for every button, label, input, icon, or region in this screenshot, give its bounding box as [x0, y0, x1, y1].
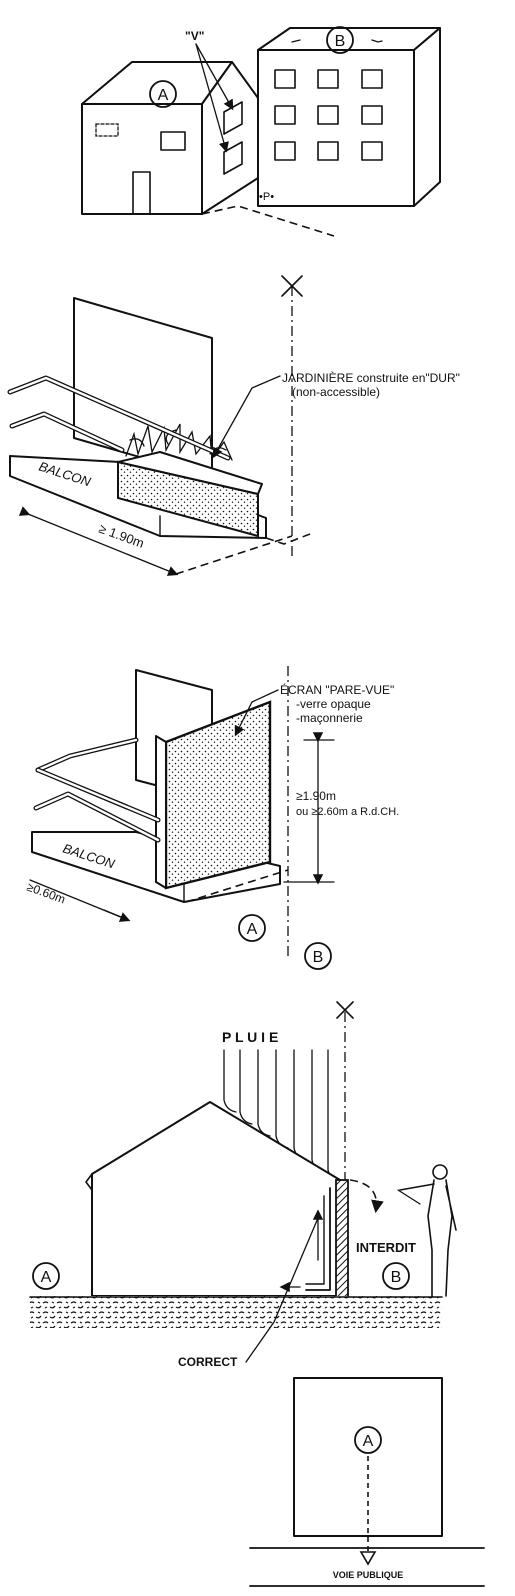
label-a-4: A [41, 1269, 52, 1286]
label-b: B [335, 33, 346, 50]
view-arrow-2 [195, 43, 229, 153]
building-b [257, 27, 441, 207]
circle-a-3 [238, 914, 266, 942]
label-correct: CORRECT [178, 1355, 238, 1369]
dimension-line [18, 506, 179, 576]
circle-a-4 [32, 1262, 60, 1290]
label-a-5: A [363, 1433, 374, 1450]
axis-cross [281, 275, 303, 297]
view-arrow-1 [195, 43, 234, 111]
circle-a [149, 80, 177, 108]
circle-a-5 [354, 1426, 382, 1454]
circle-b-4 [382, 1262, 410, 1290]
label-b-4: B [391, 1269, 402, 1286]
circle-b [326, 26, 354, 54]
ground [30, 1296, 442, 1328]
figure-4-pluie: P L U I E INTERDIT [29, 1001, 457, 1369]
property-line [201, 205, 335, 237]
house-a [91, 1101, 341, 1297]
label-interdit: INTERDIT [356, 1240, 416, 1255]
plants [125, 423, 233, 461]
label-verre: -verre opaque [296, 697, 371, 711]
label-jardiniere: JARDINIÈRE construite en"DUR" [282, 370, 460, 385]
label-a-3: A [247, 921, 258, 938]
label-height1: ≥1.90m [296, 789, 336, 803]
access-arrow [359, 1551, 377, 1566]
figure-3-ecran: BALCON ≥1.90m ou ≥2.60m a R.d.CH. ≥0.60m… [25, 666, 399, 970]
label-dim-3: ≥0.60m [25, 880, 67, 907]
person-figure [397, 1164, 457, 1297]
figure-2-jardiniere: BALCON ≥ 1.90m JARDINIÈRE construite en"… [7, 275, 460, 576]
leader-correct [245, 1217, 319, 1363]
wall-2 [73, 297, 213, 479]
forbidden-arrow [349, 1179, 384, 1214]
label-b-3: B [313, 949, 324, 966]
figure-1-buildings: A B "V" •P• [81, 26, 441, 237]
leader-jardiniere [212, 375, 281, 459]
label-voie: VOIE PUBLIQUE [333, 1570, 404, 1580]
leader-ecran [234, 689, 279, 737]
label-ecran: ÉCRAN "PARE-VUE" [280, 682, 394, 697]
hatched-wall [335, 1179, 349, 1301]
label-a: A [158, 87, 169, 104]
label-v: "V" [185, 29, 204, 43]
label-pluie: P L U I E [222, 1029, 278, 1045]
figure-5-voie-publique: A VOIE PUBLIQUE [249, 1377, 485, 1587]
label-maconnerie: -maçonnerie [296, 711, 363, 725]
label-height2: ou ≥2.60m a R.d.CH. [296, 806, 399, 818]
building-a [81, 61, 259, 215]
label-non-accessible: (non-accessible) [292, 385, 380, 399]
label-p: •P• [259, 191, 274, 203]
circle-b-3 [304, 942, 332, 970]
